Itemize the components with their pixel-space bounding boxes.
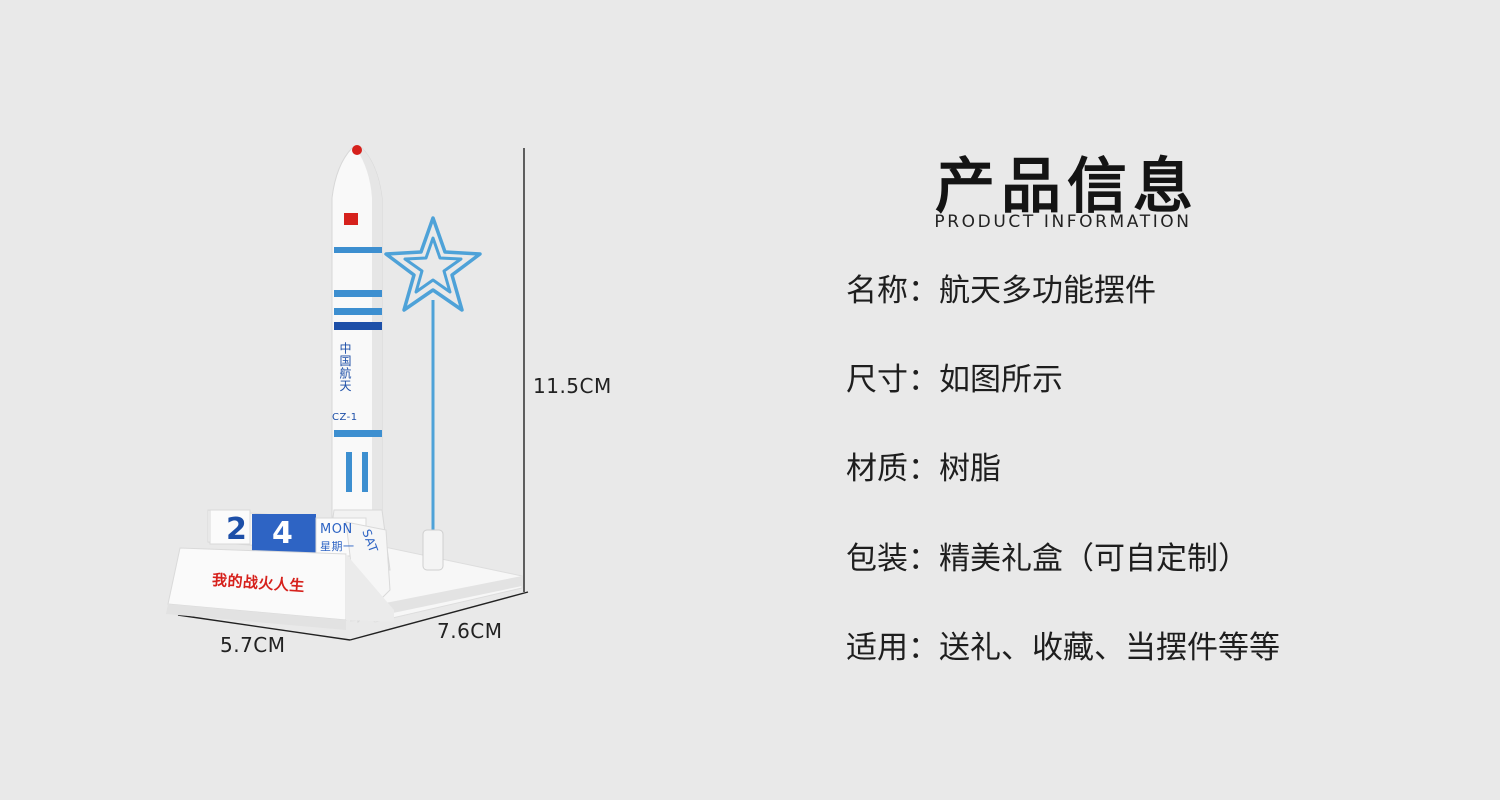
info-row-packaging: 包装：精美礼盒（可自定制） bbox=[846, 541, 1249, 577]
product-figure: 2 4 MON 星期一 SAT 中国航天 CZ-1 我的战火人生 11.5CM … bbox=[150, 130, 630, 670]
info-subtitle: PRODUCT INFORMATION bbox=[934, 212, 1192, 232]
star-holder-post bbox=[422, 529, 444, 571]
rocket-label-code: CZ-1 bbox=[332, 412, 358, 423]
star-icon bbox=[384, 216, 482, 312]
info-row-material: 材质：树脂 bbox=[846, 451, 1001, 487]
flag-icon bbox=[344, 213, 358, 225]
product-illustration bbox=[166, 145, 529, 641]
calendar-digit-2: 4 bbox=[272, 516, 294, 551]
width-dimension-label: 5.7CM bbox=[220, 633, 286, 657]
depth-dimension-label: 7.6CM bbox=[437, 619, 503, 643]
height-dimension-label: 11.5CM bbox=[533, 374, 612, 398]
calendar-base bbox=[166, 547, 394, 630]
calendar-weekday-en: MON bbox=[320, 522, 353, 537]
info-row-usage: 适用：送礼、收藏、当摆件等等 bbox=[846, 630, 1280, 666]
info-row-name: 名称：航天多功能摆件 bbox=[846, 273, 1156, 309]
info-title: 产品信息 bbox=[935, 152, 1199, 222]
calendar-weekday-cn: 星期一 bbox=[320, 540, 355, 553]
rocket-model bbox=[325, 145, 391, 571]
calendar-digit-1: 2 bbox=[226, 512, 248, 547]
rocket-label-cn: 中国航天 bbox=[338, 342, 352, 392]
info-row-size: 尺寸：如图所示 bbox=[846, 362, 1063, 398]
width-dimension-line bbox=[177, 614, 351, 641]
rocket-nose-tip bbox=[352, 145, 362, 155]
depth-dimension-line bbox=[349, 591, 529, 641]
